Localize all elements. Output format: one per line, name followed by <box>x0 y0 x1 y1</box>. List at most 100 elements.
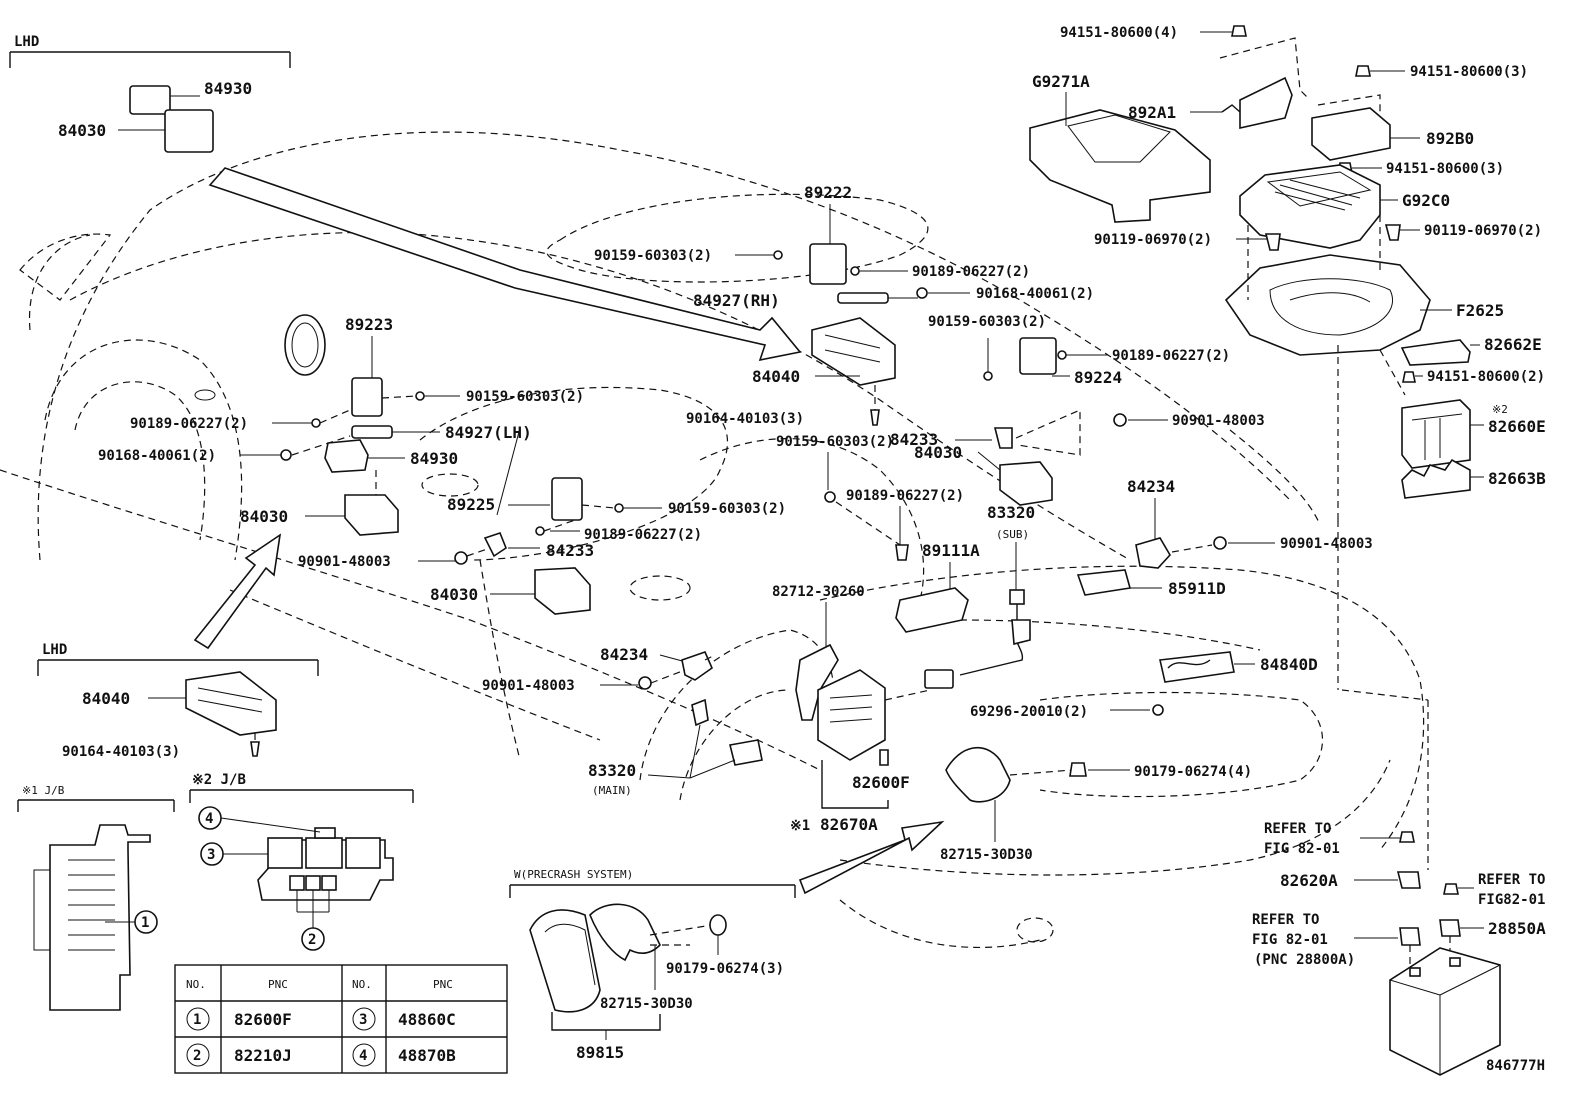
table-header-no-2: NO. <box>352 978 372 991</box>
label-84927-rh: 84927(RH) <box>693 291 780 310</box>
label-84930-a: 84930 <box>204 79 252 98</box>
lhd-label-top: LHD <box>14 34 39 50</box>
label-82712-30260: 82712-30260 <box>772 584 865 600</box>
label-main: (MAIN) <box>592 784 632 797</box>
label-84030-b: 84030 <box>914 443 962 462</box>
label-90901-48003-a: 90901-48003 <box>1172 413 1265 429</box>
center-upper-group: 89222 90159-60303(2) 90189-06227(2) 8492… <box>594 183 1094 427</box>
label-90159-60303-a: 90159-60303(2) <box>594 248 712 264</box>
refer-1b: FIG 82-01 <box>1264 841 1340 857</box>
center-right-group: 90159-60303(2) 90189-06227(2) 89224 8423… <box>776 314 1265 561</box>
label-84840d: 84840D <box>1260 655 1318 674</box>
label-82620a: 82620A <box>1280 871 1338 890</box>
label-90159-60303-b: 90159-60303(2) <box>928 314 1046 330</box>
label-90189-06227-b: 90189-06227(2) <box>1112 348 1230 364</box>
label-82670a: 82670A <box>820 815 878 834</box>
label-90901-48003-d: 90901-48003 <box>1280 536 1373 552</box>
label-94151-80600-3b: 94151-80600(3) <box>1386 161 1504 177</box>
label-28850a: 28850A <box>1488 919 1546 938</box>
table-cell-pnc-48860c: 48860C <box>398 1010 456 1029</box>
label-84233-a: 84233 <box>890 430 938 449</box>
table-cell-no-3: 3 <box>359 1012 367 1028</box>
label-94151-80600-4: 94151-80600(4) <box>1060 25 1178 41</box>
jb1-label: ※1 J/B <box>22 784 65 797</box>
center-lower-group: 89111A 83320 (SUB) 82712-30260 84234 909… <box>482 477 1373 863</box>
label-90159-60303-e: 90159-60303(2) <box>668 501 786 517</box>
label-90159-60303-d: 90159-60303(2) <box>776 434 894 450</box>
label-82660e: 82660E <box>1488 417 1546 436</box>
label-94151-80600-3a: 94151-80600(3) <box>1410 64 1528 80</box>
precrash-group: W(PRECRASH SYSTEM) 90179-06274(3) 82715-… <box>509 868 796 1062</box>
label-90159-60303-c: 90159-60303(2) <box>466 389 584 405</box>
center-group: 89225 90159-60303(2) 90189-06227(2) 8423… <box>298 427 786 615</box>
label-85911d: 85911D <box>1168 579 1226 598</box>
mark-2: ※2 <box>1492 403 1508 416</box>
label-89225: 89225 <box>447 495 495 514</box>
left-mid-group: 89223 90159-60303(2) 90189-06227(2) 8492… <box>98 315 584 536</box>
callout-4: 4 <box>205 811 213 827</box>
label-84040-a: 84040 <box>752 367 800 386</box>
label-90179-06274-b: 90179-06274(3) <box>666 961 784 977</box>
label-g9271a: G9271A <box>1032 72 1090 91</box>
label-89111a: 89111A <box>922 541 980 560</box>
callout-2: 2 <box>308 932 316 948</box>
lhd-top-group: LHD 84930 84030 <box>9 34 291 153</box>
table-header-pnc-1: PNC <box>268 978 288 991</box>
label-84233-b: 84233 <box>546 541 594 560</box>
label-89223: 89223 <box>345 315 393 334</box>
bottom-right-group: REFER TO FIG 82-01 82620A REFER TO FIG82… <box>1252 689 1546 1076</box>
mark-1: ※1 <box>790 818 810 834</box>
table-cell-no-2: 2 <box>193 1048 201 1064</box>
direction-arrows <box>193 167 945 895</box>
callout-3: 3 <box>207 847 215 863</box>
label-83320-sub: 83320 <box>987 503 1035 522</box>
label-90119-06970-b: 90119-06970(2) <box>1424 223 1542 239</box>
label-82662e: 82662E <box>1484 335 1542 354</box>
label-83320-main: 83320 <box>588 761 636 780</box>
refer-1a: REFER TO <box>1264 821 1331 837</box>
label-892b0: 892B0 <box>1426 129 1474 148</box>
car-body-outline <box>0 131 1425 949</box>
label-90189-06227-a: 90189-06227(2) <box>912 264 1030 280</box>
table-cell-pnc-82600f: 82600F <box>234 1010 292 1029</box>
top-right-group: 94151-80600(4) G9271A 892A1 94151-80600(… <box>1029 25 1546 690</box>
label-90189-06227-c: 90189-06227(2) <box>130 416 248 432</box>
refer-2a: REFER TO <box>1478 872 1545 888</box>
label-84030-a: 84030 <box>58 121 106 140</box>
table-cell-no-4: 4 <box>359 1048 367 1064</box>
table-header-no-1: NO. <box>186 978 206 991</box>
lhd-mid-group: LHD 84040 90164-40103(3) <box>37 642 319 760</box>
diagram-id: 846777H <box>1486 1058 1545 1074</box>
table-cell-no-1: 1 <box>193 1012 201 1028</box>
label-84030-d: 84030 <box>430 585 478 604</box>
label-89815: 89815 <box>576 1043 624 1062</box>
label-94151-80600-2: 94151-80600(2) <box>1427 369 1545 385</box>
label-sub: (SUB) <box>996 528 1029 541</box>
label-90901-48003-b: 90901-48003 <box>298 554 391 570</box>
label-89222: 89222 <box>804 183 852 202</box>
callout-1: 1 <box>141 915 149 931</box>
label-82715-30d30-a: 82715-30D30 <box>940 847 1033 863</box>
label-84030-c: 84030 <box>240 507 288 526</box>
label-g92c0: G92C0 <box>1402 191 1450 210</box>
label-90189-06227-d: 90189-06227(2) <box>846 488 964 504</box>
label-90189-06227-e: 90189-06227(2) <box>584 527 702 543</box>
label-84234-a: 84234 <box>600 645 648 664</box>
jb2-label: ※2 J/B <box>192 772 246 788</box>
label-82600f: 82600F <box>852 773 910 792</box>
precrash-label: W(PRECRASH SYSTEM) <box>514 868 633 881</box>
label-69296-20010: 69296-20010(2) <box>970 704 1088 720</box>
label-84927-lh: 84927(LH) <box>445 423 532 442</box>
label-90901-48003-c: 90901-48003 <box>482 678 575 694</box>
table-header-pnc-2: PNC <box>433 978 453 991</box>
label-90168-40061-b: 90168-40061(2) <box>98 448 216 464</box>
label-f2625: F2625 <box>1456 301 1504 320</box>
label-90119-06970-a: 90119-06970(2) <box>1094 232 1212 248</box>
label-892a1: 892A1 <box>1128 103 1176 122</box>
table-cell-pnc-48870b: 48870B <box>398 1046 456 1065</box>
label-82663b: 82663B <box>1488 469 1546 488</box>
label-89224: 89224 <box>1074 368 1122 387</box>
pnc-table: NO. PNC NO. PNC 1 82600F 3 48860C 2 8221… <box>174 964 508 1074</box>
label-90179-06274-a: 90179-06274(4) <box>1134 764 1252 780</box>
